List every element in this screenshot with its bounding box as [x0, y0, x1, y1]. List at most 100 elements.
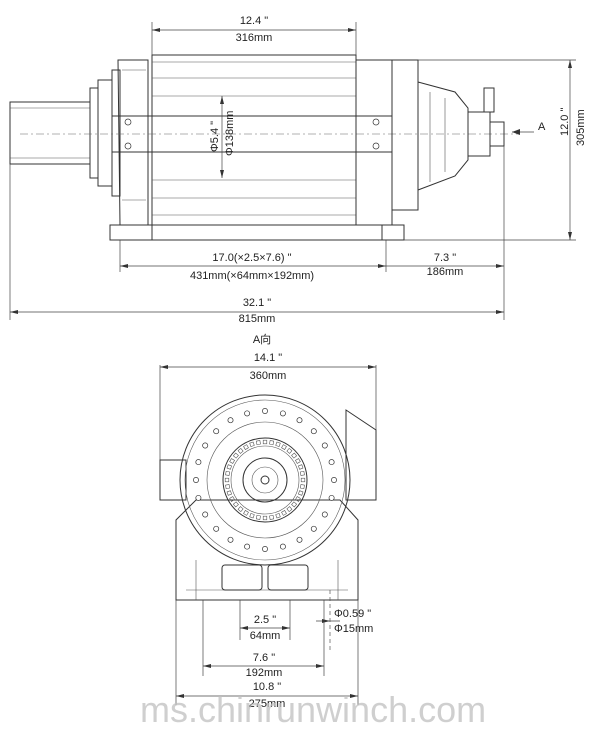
- bolt-hole: [213, 428, 220, 435]
- ring-tooth: [243, 510, 249, 516]
- ring-tooth: [300, 477, 306, 483]
- ring-tooth: [232, 452, 239, 459]
- view-arrow-label: A: [538, 121, 546, 133]
- base-slot-right: [267, 564, 309, 591]
- ring-tooth: [255, 440, 261, 446]
- right-end-frame: [355, 59, 393, 226]
- brake-housing: [417, 81, 469, 191]
- end-width-mm: 360mm: [250, 370, 287, 382]
- bolt-hole: [227, 536, 234, 543]
- drum-diameter-mm: Φ138mm: [224, 111, 236, 156]
- bolt-hole: [244, 543, 251, 550]
- motor-extension-inch: 7.3 ": [434, 252, 456, 264]
- bolt-hole: [296, 417, 303, 424]
- bolt-diameter-mm: Φ15mm: [334, 623, 373, 635]
- slot-width-inch: 2.5 ": [254, 614, 276, 626]
- motor-hub: [242, 457, 288, 503]
- bolt-hole: [331, 477, 337, 483]
- brake-ring-teeth: [224, 439, 306, 521]
- ring-tooth: [225, 484, 231, 490]
- bolt-hole: [310, 525, 317, 532]
- ring-tooth: [237, 506, 244, 513]
- height-mm: 305mm: [575, 109, 587, 146]
- port-fitting: [483, 87, 495, 113]
- ring-tooth: [299, 470, 305, 476]
- motor-flange: [89, 87, 99, 179]
- ring-tooth: [286, 506, 293, 513]
- ring-tooth: [275, 513, 281, 519]
- ring-tooth: [243, 444, 249, 450]
- ring-tooth: [226, 490, 232, 496]
- inner-span-inch: 7.6 ": [253, 652, 275, 664]
- outer-span-mm: 275mm: [249, 698, 286, 710]
- gearbox-flange: [179, 394, 351, 566]
- ring-tooth: [226, 464, 232, 470]
- end-width-inch: 14.1 ": [254, 352, 282, 364]
- ring-tooth: [299, 484, 305, 490]
- ring-tooth: [249, 513, 255, 519]
- ring-tooth: [275, 441, 281, 447]
- bolt-hole: [227, 417, 234, 424]
- ring-tooth: [229, 458, 235, 464]
- right-foot: [381, 224, 405, 241]
- ring-tooth: [249, 441, 255, 447]
- bolt-hole: [279, 410, 286, 417]
- right-side-plate: [345, 409, 377, 501]
- ring-tooth: [262, 515, 268, 521]
- bolt-hole: [296, 536, 303, 543]
- watermark-text: ms.chinrunwinch.com: [140, 689, 486, 730]
- bolt-hole: [262, 546, 268, 552]
- total-length-mm: 815mm: [239, 313, 276, 325]
- ring-tooth: [255, 514, 261, 520]
- drum-width-inch: 12.4 ": [240, 15, 268, 27]
- slot-width-mm: 64mm: [250, 630, 281, 642]
- ring-tooth: [281, 510, 287, 516]
- ring-tooth: [291, 452, 298, 459]
- bolt-hole: [202, 442, 209, 449]
- bolt-hole: [202, 511, 209, 518]
- bolt-hole: [328, 494, 335, 501]
- bolt-hole: [310, 428, 317, 435]
- ring-tooth: [281, 444, 287, 450]
- end-view: A向 14.1 " 360mm: [159, 332, 377, 710]
- drum: [151, 54, 357, 226]
- height-inch: 12.0 ": [559, 108, 571, 136]
- ring-tooth: [224, 477, 230, 483]
- hydraulic-motor: [9, 101, 91, 165]
- ring-tooth: [295, 458, 301, 464]
- base-slot-left: [221, 564, 263, 591]
- ring-tooth: [269, 440, 275, 446]
- bolt-diameter-inch: Φ0.59 ": [334, 608, 371, 620]
- ring-tooth: [298, 464, 304, 470]
- motor-extension-mm: 186mm: [427, 266, 464, 278]
- bolt-hole: [279, 543, 286, 550]
- ring-tooth: [286, 447, 293, 454]
- drum-diameter-inch: Φ5.4 ": [209, 121, 221, 152]
- ring-tooth: [291, 501, 298, 508]
- ring-tooth: [232, 501, 239, 508]
- outer-span-inch: 10.8 ": [253, 681, 281, 693]
- bolt-hole: [195, 459, 202, 466]
- bolt-hole: [321, 511, 328, 518]
- inner-span-mm: 192mm: [246, 667, 283, 679]
- mount-length-mm: 431mm(×64mm×192mm): [190, 270, 314, 282]
- mount-length-inch: 17.0(×2.5×7.6) ": [212, 252, 291, 264]
- bolt-hole: [244, 410, 251, 417]
- bolt-hole: [193, 477, 199, 483]
- flange-bolt-holes: [193, 408, 337, 552]
- bolt-hole: [328, 459, 335, 466]
- ring-tooth: [298, 490, 304, 496]
- bolt-hole: [195, 494, 202, 501]
- ring-tooth: [295, 496, 301, 502]
- side-view: A 12.4 " 316mm Φ5.4 " Φ138mm 12.0 " 305m…: [9, 15, 587, 325]
- total-length-inch: 32.1 ": [243, 297, 271, 309]
- left-side-plate: [159, 459, 187, 501]
- ring-tooth: [237, 447, 244, 454]
- bolt-hole: [213, 525, 220, 532]
- gearbox-housing: [391, 59, 419, 211]
- bolt-hole: [321, 442, 328, 449]
- brake-ring: [222, 437, 308, 523]
- end-view-title: A向: [253, 332, 271, 346]
- drum-width-mm: 316mm: [236, 32, 273, 44]
